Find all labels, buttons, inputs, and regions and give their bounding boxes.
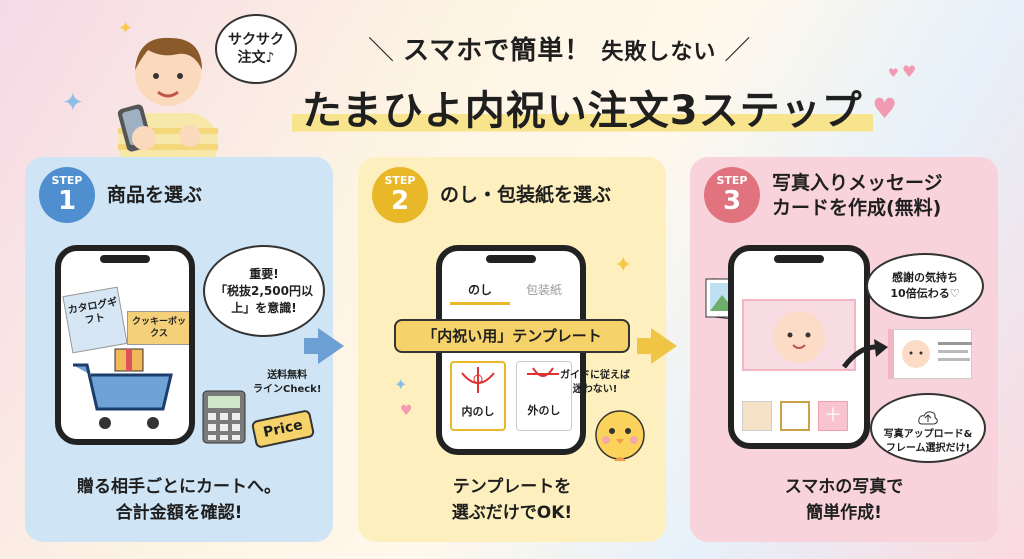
message-card-preview [888,329,972,379]
guide-text: 迷わない! [572,384,618,395]
bubble-text: サクサク [228,32,284,48]
sparkle-icon: ✦ [614,253,633,278]
important-note-bubble: 重要! 「税抜2,500円以 上」を意識! [203,245,325,337]
subtitle-sub: 失敗しない [601,40,717,65]
person-illustration [117,37,218,168]
step-footer: 贈る相手ごとにカートへ。 合計金額を確認! [25,474,333,526]
step-badge: STEP 1 [39,167,95,223]
step-title: 写真入りメッセージ カードを作成(無料) [772,171,943,221]
cookie-box-card: クッキーボックス [127,311,189,345]
arrow-right-icon [651,328,677,364]
footer-line: テンプレートを [452,477,572,497]
frame-thumb[interactable] [742,401,772,431]
step-2-panel: STEP 2 のし・包装紙を選ぶ のし 包装紙 内のし 外のし 「内祝い用」テン… [358,157,666,542]
option-uchinoshi[interactable]: 内のし [450,361,506,431]
upload-text: 写真アップロード& [883,429,973,440]
note-text: 「税抜2,500円以 [215,283,313,298]
guide-note: ガイドに従えば 迷わない! [560,369,630,397]
note-text: 重要! [249,266,279,281]
upload-bubble: 写真アップロード& フレーム選択だけ! [870,393,986,463]
card-label: カタログギフト [67,296,119,327]
noshi-icon [461,367,495,393]
footer-line: 贈る相手ごとにカートへ。 [77,477,281,497]
step-label: STEP [384,174,416,187]
note-text: 感謝の気持ち [892,271,958,284]
baby-face-icon [773,311,825,363]
bubble-text: 注文♪ [237,50,275,66]
title-line: 写真入りメッセージ [772,172,943,194]
sparkle-icon: ✦ [394,375,408,394]
step-3-panel: STEP 3 写真入りメッセージ カードを作成(無料) ＋ 感謝の気持ち 10倍… [690,157,998,542]
calculator-icon [202,390,246,444]
phone-mockup: カタログギフト クッキーボックス [55,245,195,445]
footer-line: 簡単作成! [806,503,882,523]
arrow-shaft [304,338,320,354]
chick-mascot-icon [595,410,645,461]
step-label: STEP [716,174,748,187]
cloud-upload-icon [918,411,938,425]
baby-photo [742,299,856,371]
note-text: 上」を意識! [231,300,297,315]
phone-mockup: ＋ [728,245,870,449]
noshi-icon [527,367,559,377]
step-label: STEP [51,174,83,187]
heart-icon: ♥ [888,66,899,80]
arrow-right-icon [318,328,344,364]
card-label: クッキーボックス [131,317,186,339]
page-subtitle: ＼スマホで簡単！ 失敗しない／ [368,36,752,66]
page-title: たまひよ内祝い注文3ステップ [292,78,873,136]
step-number: 1 [57,186,77,216]
heart-icon: ♥ [400,403,413,419]
shopping-cart-icon [73,348,173,429]
add-frame-button[interactable]: ＋ [818,401,848,431]
catalog-gift-card: カタログギフト [62,286,128,354]
heart-icon: ♥ [872,92,898,125]
heart-icon: ♥ [902,62,917,81]
step-footer: テンプレートを 選ぶだけでOK! [358,474,666,526]
message-bubble: 感謝の気持ち 10倍伝わる♡ [866,253,984,319]
guide-text: ガイドに従えば [560,370,630,381]
sparkle-icon: ✦ [118,18,134,39]
speech-bubble: サクサク 注文♪ [215,14,297,84]
template-button[interactable]: 「内祝い用」テンプレート [394,319,630,353]
shipping-text: ラインCheck! [253,384,322,395]
baby-face-icon [902,340,930,368]
tab-noshi[interactable]: のし [450,281,510,305]
sparkle-icon: ✦ [62,88,84,118]
shipping-note: 送料無料 ラインCheck! [253,369,321,397]
option-label: 内のし [461,405,495,418]
option-label: 外のし [527,404,561,417]
footer-line: 選ぶだけでOK! [451,503,573,523]
arrow-curve-icon [841,339,888,369]
upload-text: フレーム選択だけ! [885,443,971,454]
tab-wrapping[interactable]: 包装紙 [525,283,562,297]
title-line: カードを作成(無料) [772,197,942,219]
frame-thumb[interactable] [780,401,810,431]
footer-line: スマホの写真で [784,477,904,497]
step-badge: STEP 2 [372,167,428,223]
option-sotonoshi[interactable]: 外のし [516,361,572,431]
subtitle-main: スマホで簡単！ [403,36,592,66]
step-number: 2 [390,186,410,216]
step-footer: スマホの写真で 簡単作成! [690,474,998,526]
step-title: 商品を選ぶ [107,184,203,206]
step-badge: STEP 3 [704,167,760,223]
footer-line: 合計金額を確認! [115,503,243,523]
step-1-panel: STEP 1 商品を選ぶ カタログギフト クッキーボックス 重要! 「税抜2,5… [25,157,333,542]
note-text: 10倍伝わる♡ [890,287,960,300]
step-title: のし・包装紙を選ぶ [440,184,612,206]
price-tag: Price [250,409,316,449]
shipping-text: 送料無料 [267,370,308,381]
step-number: 3 [722,186,742,216]
arrow-shaft [637,338,653,354]
